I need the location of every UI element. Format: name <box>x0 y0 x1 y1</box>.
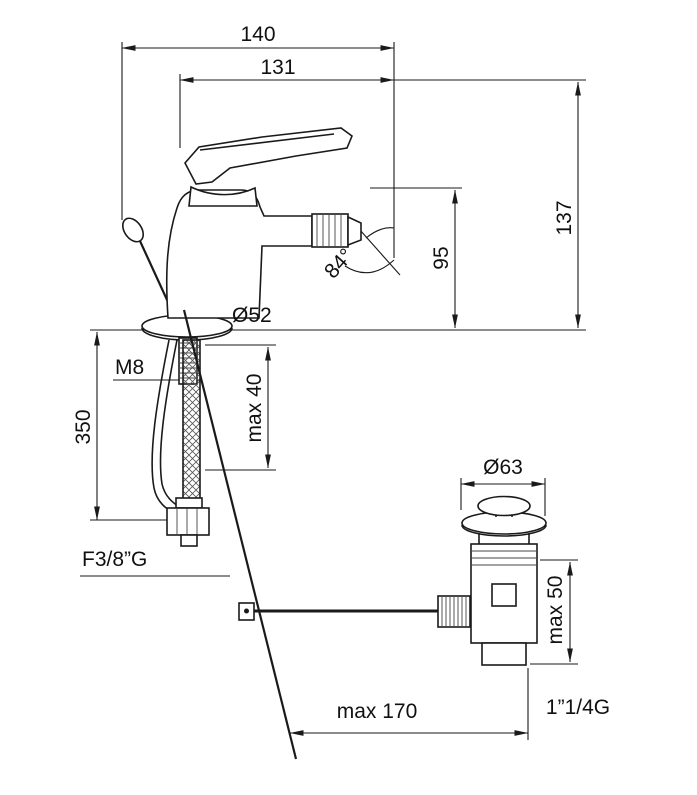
clamp-nut <box>437 595 471 628</box>
dim-131-label: 131 <box>260 56 295 79</box>
thread-f38-label: F3/8”G <box>82 548 147 571</box>
dia-63-label: Ø63 <box>483 456 523 479</box>
angle-84-label: 84° <box>320 244 358 283</box>
hose-nut <box>166 497 210 547</box>
popup-rod <box>182 309 298 760</box>
mixer-body <box>165 189 313 319</box>
popup-knob <box>121 217 169 303</box>
rod-pivot-joint <box>238 602 255 621</box>
popup-waste-figure <box>238 495 547 666</box>
bidet-mixer-figure <box>121 127 362 760</box>
thread-m8-label: M8 <box>115 356 144 379</box>
dim-350-label: 350 <box>72 409 95 444</box>
dim-max40-label: max 40 <box>243 374 266 443</box>
dim-137-label: 137 <box>553 200 576 235</box>
dim-max50-label: max 50 <box>544 576 567 645</box>
dia-52-label: Ø52 <box>232 304 272 327</box>
dimension-lines-with-arrows <box>94 45 581 736</box>
aerator <box>311 213 362 248</box>
waste-flange <box>461 495 547 537</box>
dim-95-label: 95 <box>430 246 453 269</box>
dim-140-label: 140 <box>240 23 275 46</box>
lever-handle <box>184 127 353 185</box>
thread-114-label: 1”1/4G <box>546 696 610 719</box>
cartridge-neck <box>188 185 258 207</box>
waste-body <box>470 533 538 666</box>
dim-max170-label: max 170 <box>337 700 418 723</box>
supply-hoses <box>151 339 201 515</box>
